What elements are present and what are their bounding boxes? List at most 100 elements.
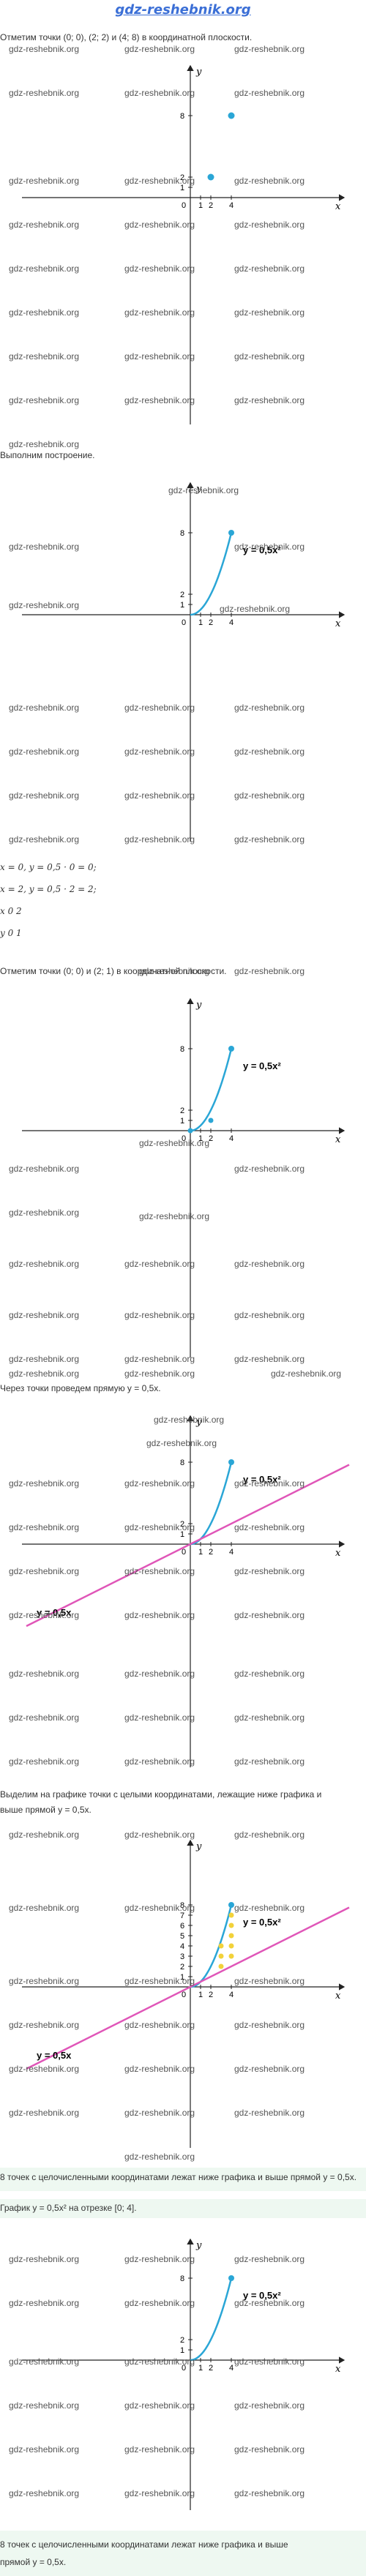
x-tick-label: 1 [198, 1991, 203, 1999]
y-tick-label: 4 [180, 1942, 184, 1951]
line-graph [26, 1906, 350, 2070]
parabola-curve [190, 2277, 233, 2362]
watermark: gdz-reshebnik.org [234, 307, 305, 318]
x-tick-label: 1 [198, 2364, 203, 2373]
watermark: gdz-reshebnik.org [9, 1522, 80, 1532]
paragraph-mark-points: Отметим точки (0; 0), (2; 2) и (4; 8) в … [0, 32, 253, 42]
watermark: gdz-reshebnik.org [234, 2488, 305, 2498]
watermark: gdz-reshebnik.org [124, 1478, 195, 1489]
value-table-x: x 0 2 [0, 906, 22, 916]
watermark: gdz-reshebnik.org [124, 746, 195, 757]
x-tick-label: 4 [229, 201, 234, 210]
y-axis-label: y [195, 1841, 202, 1852]
y-tick-label: 8 [180, 1901, 184, 1910]
parabola-end-point [228, 1902, 234, 1908]
y-tick-label: 1 [180, 1973, 184, 1982]
watermark: gdz-reshebnik.org [9, 44, 80, 54]
watermark: gdz-reshebnik.org [9, 351, 80, 362]
parabola-curve [190, 532, 233, 616]
watermark: gdz-reshebnik.org [124, 176, 195, 186]
y-axis-label: y [195, 2240, 202, 2251]
plot-point [207, 173, 214, 181]
x-axis-label: x [335, 201, 341, 212]
watermark: gdz-reshebnik.org [9, 2064, 80, 2074]
watermark: gdz-reshebnik.org [9, 395, 80, 405]
y-tick-label: 8 [180, 1459, 184, 1467]
x-tick-label: 2 [209, 1134, 213, 1143]
watermark: gdz-reshebnik.org [124, 1669, 195, 1679]
watermark: gdz-reshebnik.org [124, 1712, 195, 1723]
watermark: gdz-reshebnik.org [139, 966, 210, 976]
x-axis-label: x [335, 618, 341, 629]
watermark: gdz-reshebnik.org [9, 1669, 80, 1679]
x-tick-label: 1 [198, 201, 203, 210]
site-logo[interactable]: gdz-reshebnik.org [115, 2, 251, 18]
watermark: gdz-reshebnik.org [234, 395, 305, 405]
y-tick-label: 8 [180, 1045, 184, 1054]
watermark: gdz-reshebnik.org [271, 1368, 342, 1379]
watermark: gdz-reshebnik.org [234, 220, 305, 230]
watermark: gdz-reshebnik.org [124, 1830, 195, 1840]
watermark: gdz-reshebnik.org [124, 2254, 195, 2264]
y-axis-label: y [195, 1000, 202, 1011]
watermark: gdz-reshebnik.org [234, 1669, 305, 1679]
x-tick-label: 4 [229, 1134, 234, 1143]
watermark: gdz-reshebnik.org [234, 834, 305, 845]
watermark: gdz-reshebnik.org [124, 1976, 195, 1986]
watermark: gdz-reshebnik.org [124, 2020, 195, 2030]
x-tick-label: 4 [229, 2364, 234, 2373]
watermark: gdz-reshebnik.org [124, 834, 195, 845]
watermark: gdz-reshebnik.org [9, 2488, 80, 2498]
y-tick-label: 2 [180, 591, 184, 599]
watermark: gdz-reshebnik.org [9, 600, 80, 610]
watermark: gdz-reshebnik.org [234, 2356, 305, 2367]
watermark: gdz-reshebnik.org [9, 2298, 80, 2308]
y-tick-label: 2 [180, 1107, 184, 1115]
y-tick-label: 1 [180, 2346, 184, 2355]
watermark: gdz-reshebnik.org [9, 1903, 80, 1913]
x-tick-label: 2 [209, 2364, 213, 2373]
watermark: gdz-reshebnik.org [9, 2020, 80, 2030]
watermark: gdz-reshebnik.org [234, 1310, 305, 1320]
watermark: gdz-reshebnik.org [124, 44, 195, 54]
watermark: gdz-reshebnik.org [9, 542, 80, 552]
origin-label: 0 [182, 1991, 186, 1999]
watermark: gdz-reshebnik.org [234, 2400, 305, 2411]
x-tick-label: 1 [198, 1134, 203, 1143]
x-axis-label: x [335, 1134, 341, 1145]
watermark: gdz-reshebnik.org [9, 1976, 80, 1986]
watermark: gdz-reshebnik.org [9, 1712, 80, 1723]
watermark: gdz-reshebnik.org [234, 1610, 305, 1620]
y-tick-label: 2 [180, 1963, 184, 1972]
highlighted-point [218, 1953, 224, 1959]
highlighted-point [228, 1922, 234, 1928]
watermark: gdz-reshebnik.org [234, 790, 305, 801]
y-tick-label: 5 [180, 1932, 184, 1941]
watermark: gdz-reshebnik.org [124, 1310, 195, 1320]
y-tick-label: 1 [180, 184, 184, 192]
line-graph [26, 1464, 350, 1628]
watermark: gdz-reshebnik.org [9, 2356, 80, 2367]
watermark: gdz-reshebnik.org [124, 2400, 195, 2411]
watermark: gdz-reshebnik.org [234, 1756, 305, 1767]
x-tick-label: 4 [229, 618, 234, 627]
paragraph-draw-line: Через точки проведем прямую y = 0,5x. [0, 1383, 161, 1393]
x-tick-label: 2 [209, 618, 213, 627]
watermark: gdz-reshebnik.org [234, 1903, 305, 1913]
highlighted-point [228, 1943, 234, 1949]
watermark: gdz-reshebnik.org [168, 485, 239, 495]
watermark: gdz-reshebnik.org [124, 790, 195, 801]
watermark: gdz-reshebnik.org [146, 1438, 217, 1448]
highlight-band-3 [0, 2531, 366, 2576]
y-tick-label: 1 [180, 1530, 184, 1539]
watermark: gdz-reshebnik.org [234, 2064, 305, 2074]
y-tick-label: 2 [180, 1520, 184, 1529]
parabola-end-point [228, 1046, 234, 1052]
watermark: gdz-reshebnik.org [9, 1830, 80, 1840]
watermark: gdz-reshebnik.org [234, 1478, 305, 1489]
highlighted-point [218, 1963, 224, 1969]
watermark: gdz-reshebnik.org [9, 1164, 80, 1174]
